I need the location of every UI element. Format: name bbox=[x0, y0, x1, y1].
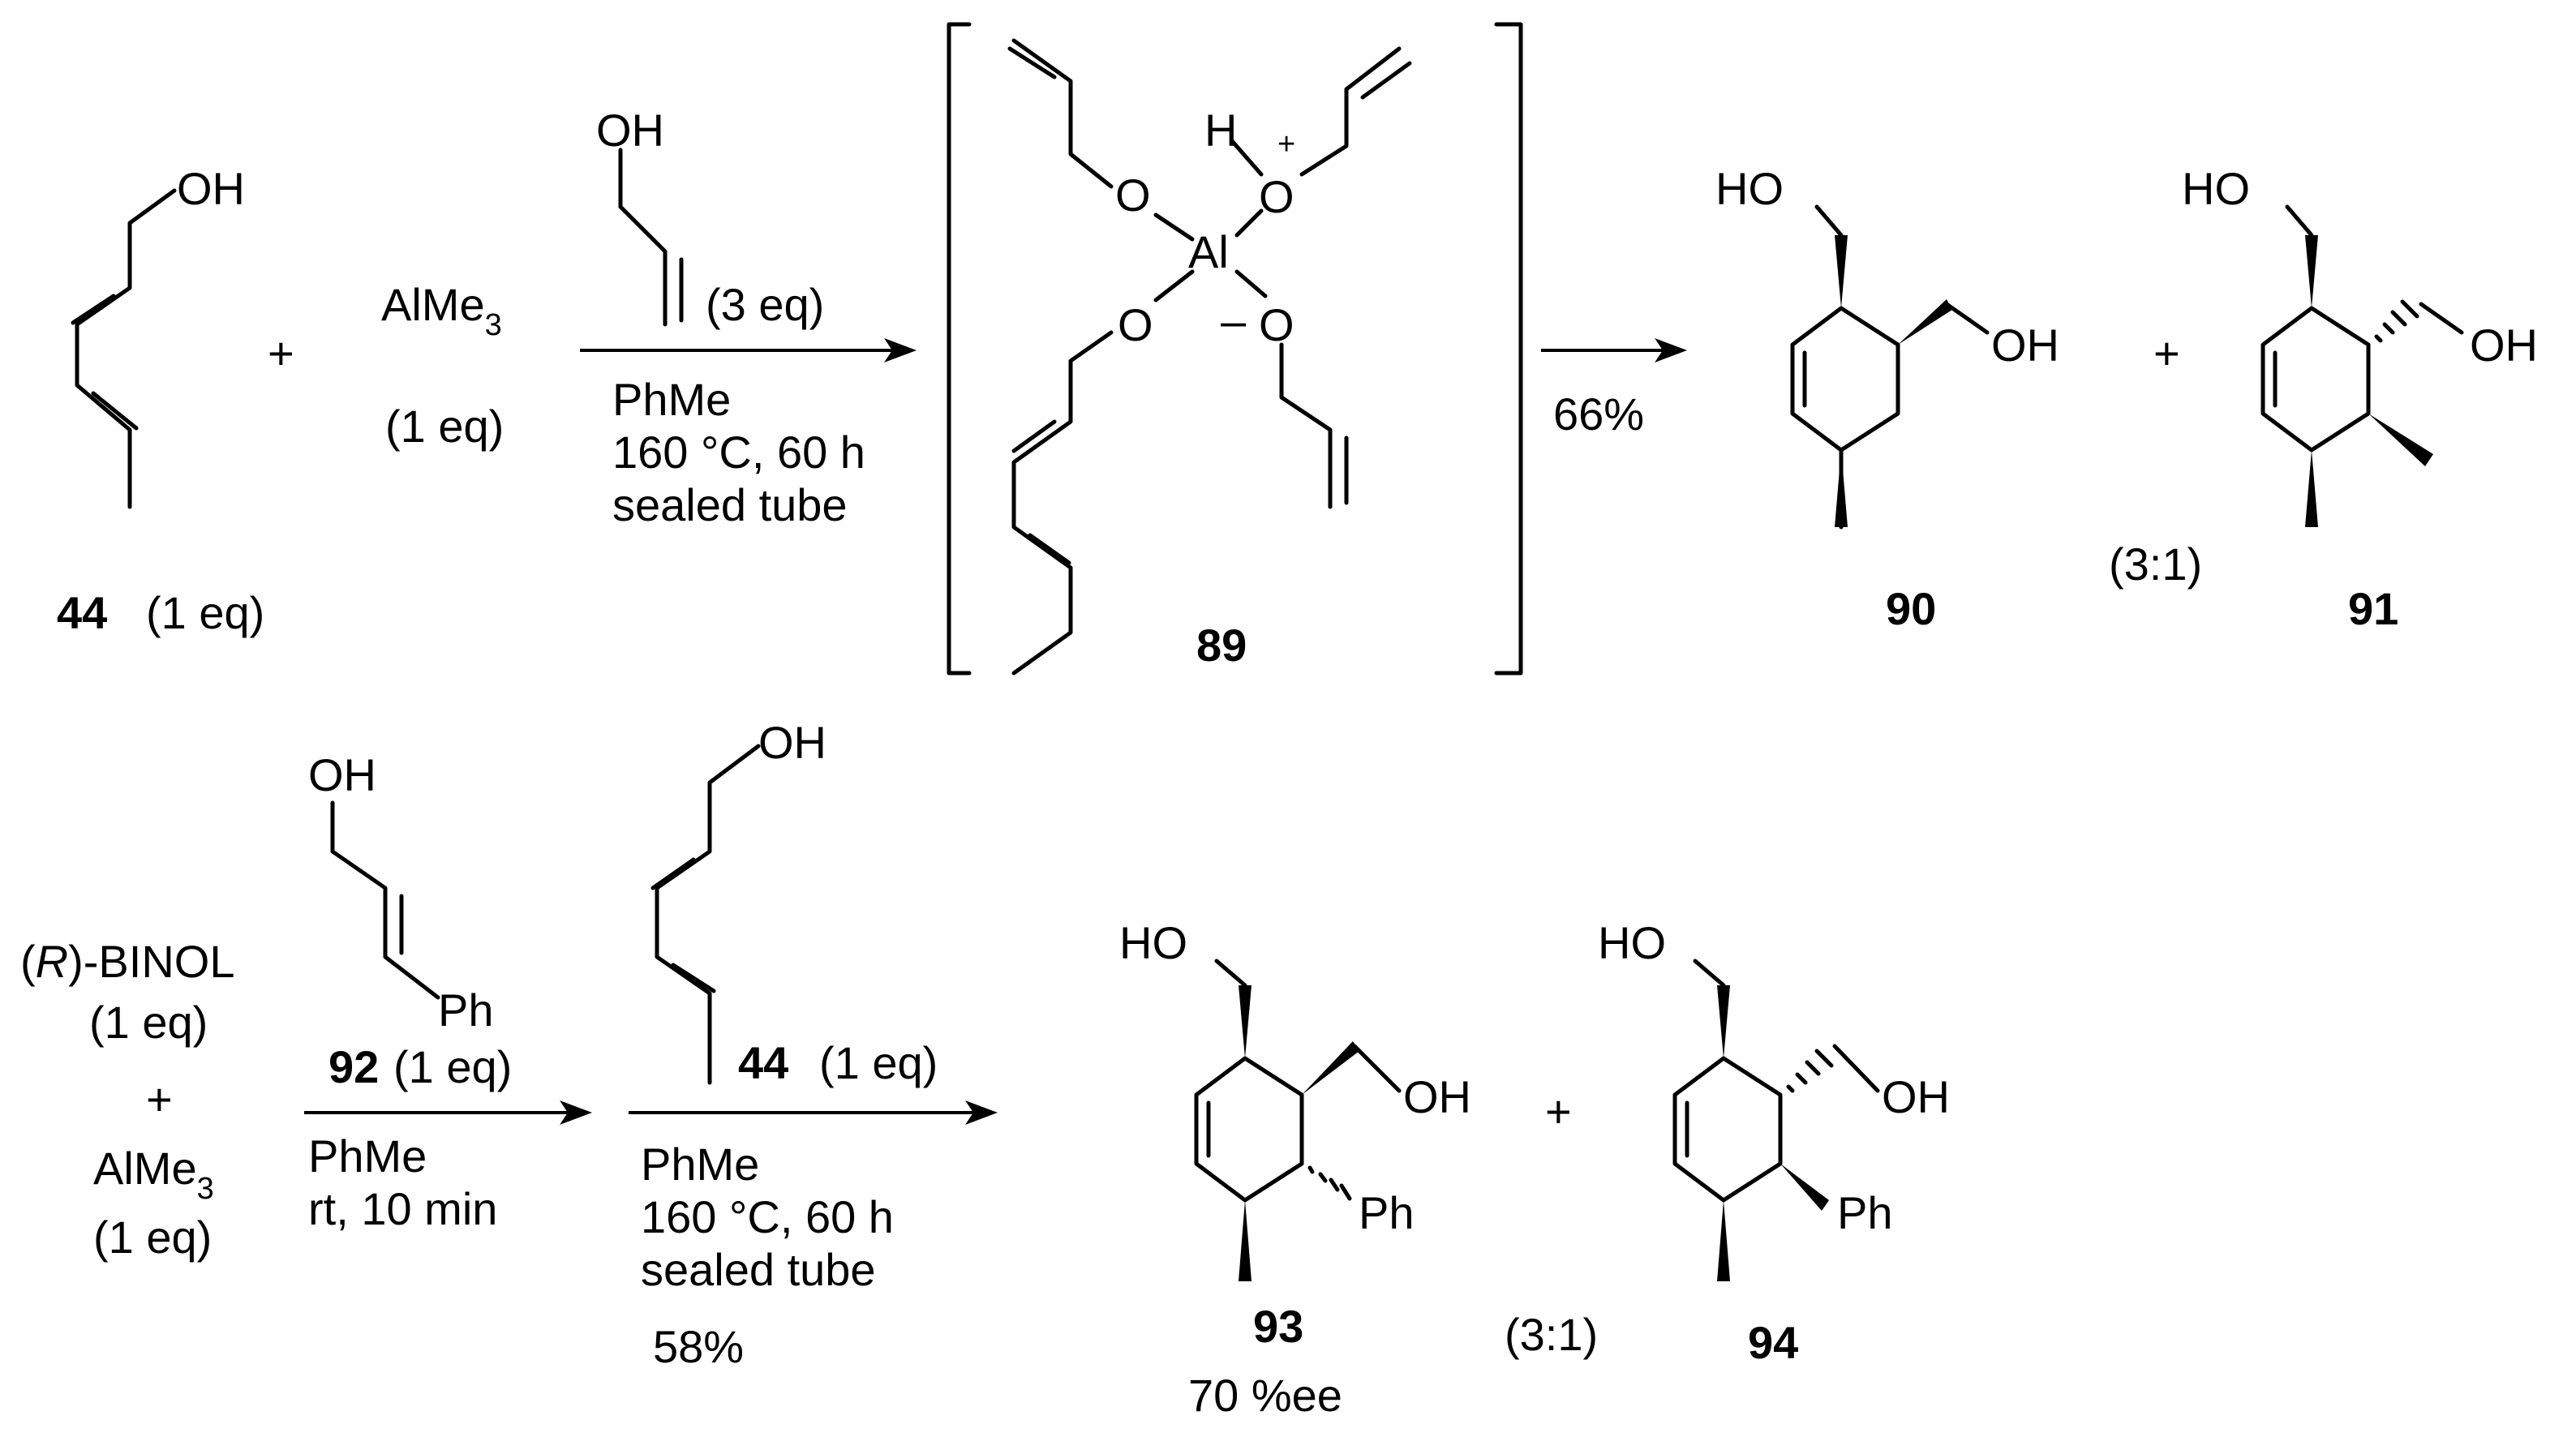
product-91-wedge-methyl-ring bbox=[2368, 414, 2433, 466]
intermediate-89-al: Al bbox=[1188, 226, 1229, 277]
product-94-label: 94 bbox=[1748, 1317, 1798, 1368]
almes-reagent: AlMe3 bbox=[381, 279, 502, 342]
compound-44b-oh: OH bbox=[758, 717, 826, 768]
plus-sign-1: + bbox=[268, 328, 294, 379]
intermediate-89-o-topleft: O bbox=[1115, 169, 1151, 221]
product-93-wedge-ch2oh-left bbox=[1239, 985, 1252, 1058]
product-90-wedge-ch2oh-left bbox=[1835, 235, 1848, 308]
intermediate-89-o-topright: O bbox=[1259, 171, 1294, 222]
product-90-ho: HO bbox=[1715, 163, 1784, 214]
compound-92-ph: Ph bbox=[438, 984, 494, 1036]
product-93-ph: Ph bbox=[1359, 1187, 1415, 1238]
almes-eq-2: (1 eq) bbox=[93, 1212, 212, 1263]
product-94-hash-ch2oh bbox=[1786, 1049, 1834, 1093]
product-91-wedge-ch2oh bbox=[2305, 235, 2318, 308]
product-94-ho: HO bbox=[1598, 917, 1666, 968]
condition-solvent-1: PhMe bbox=[612, 374, 731, 425]
almes-reagent-2: AlMe3 bbox=[93, 1143, 214, 1206]
intermediate-89-oplus-charge: + bbox=[1277, 127, 1295, 161]
step1-solvent: PhMe bbox=[308, 1130, 427, 1182]
ratio-3-1-first: (3:1) bbox=[2109, 538, 2202, 590]
product-93-ho: HO bbox=[1119, 917, 1187, 968]
compound-44b-structure bbox=[650, 744, 761, 1085]
condition-temp-1: 160 °C, 60 h bbox=[612, 427, 865, 478]
intermediate-89-o-bottomleft: O bbox=[1118, 299, 1153, 350]
product-94-oh: OH bbox=[1882, 1071, 1950, 1122]
product-91-hash-ch2oh bbox=[2374, 299, 2419, 343]
product-94-wedge-ph bbox=[1780, 1164, 1829, 1211]
product-94-wedge-ch2oh bbox=[1717, 985, 1730, 1058]
intermediate-89-brackets bbox=[947, 22, 1523, 676]
binol-reagent: (R)-BINOL bbox=[20, 936, 234, 987]
product-91-structure bbox=[2260, 204, 2464, 453]
reaction-arrow-3 bbox=[304, 1100, 592, 1125]
compound-92-oh: OH bbox=[308, 749, 376, 800]
plus-sign-3: + bbox=[146, 1074, 173, 1125]
intermediate-89-h: H bbox=[1204, 105, 1237, 156]
product-91-oh: OH bbox=[2470, 320, 2538, 371]
step2-temp: 160 °C, 60 h bbox=[641, 1191, 894, 1242]
step2-vessel: sealed tube bbox=[641, 1244, 876, 1295]
binol-eq: (1 eq) bbox=[89, 997, 208, 1048]
product-93-hash-ph bbox=[1307, 1165, 1352, 1201]
reaction-arrow-2 bbox=[1541, 338, 1687, 362]
product-93-structure bbox=[1194, 959, 1402, 1203]
intermediate-89-o-bottomright: O bbox=[1259, 299, 1294, 350]
product-93-wedge-ch2oh-right bbox=[1302, 1041, 1359, 1095]
product-93-ee: 70 %ee bbox=[1188, 1370, 1342, 1421]
compound-44-structure bbox=[71, 188, 177, 509]
reaction-arrow-1 bbox=[580, 338, 917, 362]
product-94-wedge-methyl bbox=[1717, 1200, 1730, 1281]
product-93-oh: OH bbox=[1403, 1071, 1471, 1122]
reaction-arrow-4 bbox=[629, 1100, 998, 1125]
product-90-wedge-ch2oh-right bbox=[1898, 299, 1952, 345]
compound-44b-label: 44 bbox=[738, 1037, 788, 1088]
product-93-label: 93 bbox=[1253, 1301, 1303, 1352]
compound-44b-eq: (1 eq) bbox=[819, 1037, 938, 1088]
almes-eq: (1 eq) bbox=[385, 401, 504, 452]
compound-44-eq: (1 eq) bbox=[146, 587, 264, 638]
product-91-label: 91 bbox=[2348, 583, 2398, 634]
allyl-alcohol-oh: OH bbox=[596, 105, 664, 156]
intermediate-89-minus-charge: – bbox=[1221, 295, 1247, 346]
allyl-alcohol-eq: (3 eq) bbox=[706, 279, 824, 330]
plus-sign-2: + bbox=[2153, 328, 2180, 379]
ratio-3-1-second: (3:1) bbox=[1505, 1309, 1598, 1360]
compound-44-oh: OH bbox=[177, 163, 245, 214]
product-91-ho: HO bbox=[2182, 163, 2250, 214]
allyl-alcohol-structure bbox=[618, 148, 684, 327]
compound-44-label: 44 bbox=[57, 587, 107, 638]
compound-92-structure bbox=[330, 800, 440, 1000]
intermediate-89-structure bbox=[1007, 38, 1412, 676]
yield-58: 58% bbox=[653, 1321, 744, 1372]
yield-66: 66% bbox=[1553, 388, 1644, 440]
condition-vessel-1: sealed tube bbox=[612, 479, 848, 530]
product-91-wedge-methyl bbox=[2305, 450, 2318, 527]
product-94-structure bbox=[1672, 959, 1880, 1203]
compound-92-eq: (1 eq) bbox=[393, 1041, 512, 1092]
step2-solvent: PhMe bbox=[641, 1139, 759, 1190]
intermediate-89-label: 89 bbox=[1196, 620, 1247, 671]
product-90-wedge-methyl bbox=[1835, 450, 1848, 527]
product-90-structure bbox=[1790, 204, 1990, 530]
compound-92-label: 92 bbox=[328, 1041, 379, 1092]
step1-condition: rt, 10 min bbox=[308, 1183, 497, 1234]
product-94-ph: Ph bbox=[1837, 1187, 1893, 1238]
plus-sign-4: + bbox=[1545, 1086, 1572, 1137]
product-90-label: 90 bbox=[1886, 583, 1936, 634]
product-90-oh: OH bbox=[1991, 320, 2059, 371]
product-93-wedge-methyl bbox=[1239, 1200, 1252, 1281]
